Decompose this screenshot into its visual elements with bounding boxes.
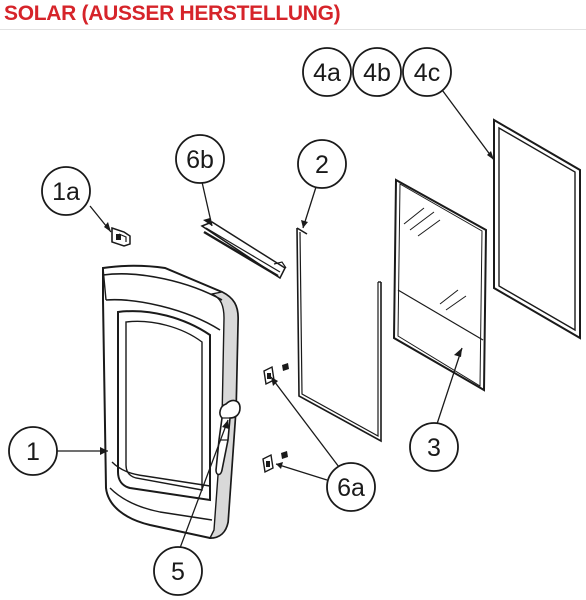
page-title: SOLAR (AUSSER HERSTELLUNG) [4, 2, 341, 25]
svg-text:1a: 1a [52, 178, 80, 206]
door-handle-part [215, 399, 241, 476]
svg-text:4c: 4c [414, 59, 440, 87]
seal-frame-part [493, 118, 581, 340]
callout-5: 5 [153, 546, 203, 596]
leader-arrowheads [100, 151, 494, 469]
callout-4b: 4b [352, 47, 402, 97]
callout-4c: 4c [402, 47, 452, 97]
callout-6b: 6b [175, 134, 225, 184]
clip-part-lower [262, 451, 288, 474]
svg-text:6b: 6b [186, 146, 214, 174]
svg-text:3: 3 [427, 434, 441, 462]
svg-text:1: 1 [26, 438, 40, 466]
svg-text:6a: 6a [337, 474, 365, 502]
svg-text:4a: 4a [313, 59, 341, 87]
svg-text:4b: 4b [363, 59, 391, 87]
callout-3: 3 [409, 422, 459, 472]
callout-1a: 1a [41, 166, 91, 216]
latch-part [111, 226, 131, 247]
gasket-part [296, 227, 382, 443]
callout-4a: 4a [302, 47, 352, 97]
svg-text:5: 5 [171, 558, 185, 586]
callout-6a: 6a [326, 462, 376, 512]
svg-text:2: 2 [315, 151, 329, 179]
title-divider [0, 29, 586, 30]
callout-1: 1 [8, 426, 58, 476]
clip-part-upper [263, 363, 289, 386]
callout-2: 2 [297, 139, 347, 189]
glass-pane-part [392, 178, 488, 392]
door-frame-part [102, 264, 240, 540]
bar-part [200, 221, 287, 280]
